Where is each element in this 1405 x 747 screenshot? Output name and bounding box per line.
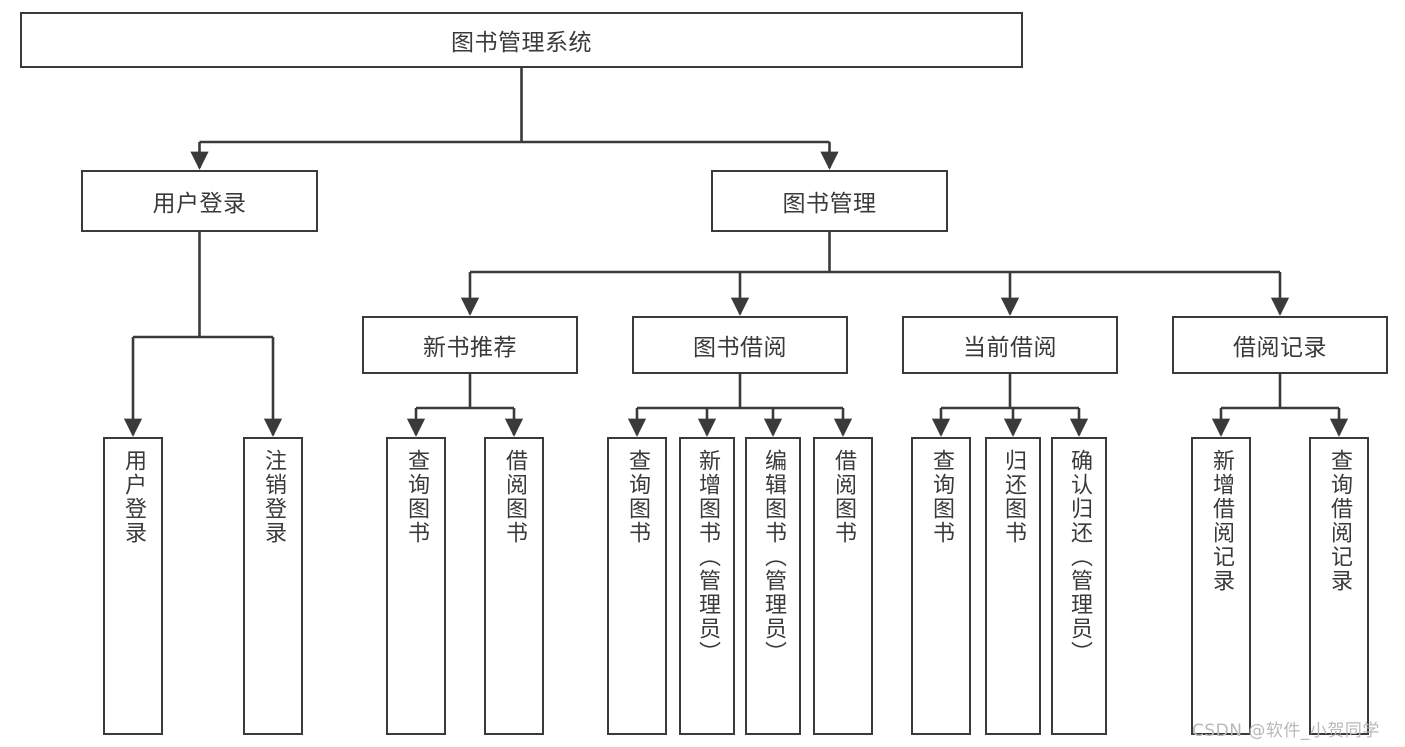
node-label: 查询借阅记录 [1326, 449, 1352, 593]
node-label: 当前借阅 [963, 335, 1057, 361]
node-leaf-用户登录[interactable]: 用户登录 [103, 437, 163, 735]
node-label: 查询图书 [403, 449, 429, 545]
csdn-watermark: CSDN @软件_小贺同学 [1192, 721, 1380, 741]
node-leaf-借阅图书[interactable]: 借阅图书 [813, 437, 873, 735]
node-label: 用户登录 [120, 449, 146, 545]
node-label: 图书管理 [782, 191, 877, 217]
node-label: 用户登录 [152, 191, 247, 217]
node-label: 归还图书 [1000, 449, 1026, 545]
node-leaf-新增借阅记录[interactable]: 新增借阅记录 [1191, 437, 1251, 735]
node-leaf-新增图书管理员[interactable]: 新增图书（管理员） [679, 437, 735, 735]
node-root-图书管理系统[interactable]: 图书管理系统 [20, 12, 1023, 68]
node-leaf-编辑图书管理员[interactable]: 编辑图书（管理员） [745, 437, 801, 735]
node-label: 查询图书 [928, 449, 954, 545]
node-l2-用户登录[interactable]: 用户登录 [81, 170, 318, 232]
node-leaf-查询借阅记录[interactable]: 查询借阅记录 [1309, 437, 1369, 735]
node-leaf-查询图书[interactable]: 查询图书 [911, 437, 971, 735]
node-label: 借阅图书 [830, 449, 856, 545]
node-l3-当前借阅[interactable]: 当前借阅 [902, 316, 1118, 374]
node-label: 注销登录 [260, 449, 286, 545]
node-label: 新书推荐 [423, 335, 517, 361]
node-label: 查询图书 [624, 449, 650, 545]
node-l3-新书推荐[interactable]: 新书推荐 [362, 316, 578, 374]
node-label: 图书管理系统 [451, 30, 592, 56]
node-label: 确认归还（管理员） [1066, 449, 1092, 665]
node-leaf-查询图书[interactable]: 查询图书 [386, 437, 446, 735]
node-label: 编辑图书（管理员） [760, 449, 786, 665]
node-leaf-归还图书[interactable]: 归还图书 [985, 437, 1041, 735]
node-leaf-查询图书[interactable]: 查询图书 [607, 437, 667, 735]
node-leaf-借阅图书[interactable]: 借阅图书 [484, 437, 544, 735]
node-l2-图书管理[interactable]: 图书管理 [711, 170, 948, 232]
node-label: 借阅图书 [501, 449, 527, 545]
node-label: 图书借阅 [693, 335, 787, 361]
node-l3-图书借阅[interactable]: 图书借阅 [632, 316, 848, 374]
node-leaf-确认归还管理员[interactable]: 确认归还（管理员） [1051, 437, 1107, 735]
node-label: 新增图书（管理员） [694, 449, 720, 665]
node-label: 新增借阅记录 [1208, 449, 1234, 593]
node-leaf-注销登录[interactable]: 注销登录 [243, 437, 303, 735]
node-label: 借阅记录 [1233, 335, 1327, 361]
node-l3-借阅记录[interactable]: 借阅记录 [1172, 316, 1388, 374]
